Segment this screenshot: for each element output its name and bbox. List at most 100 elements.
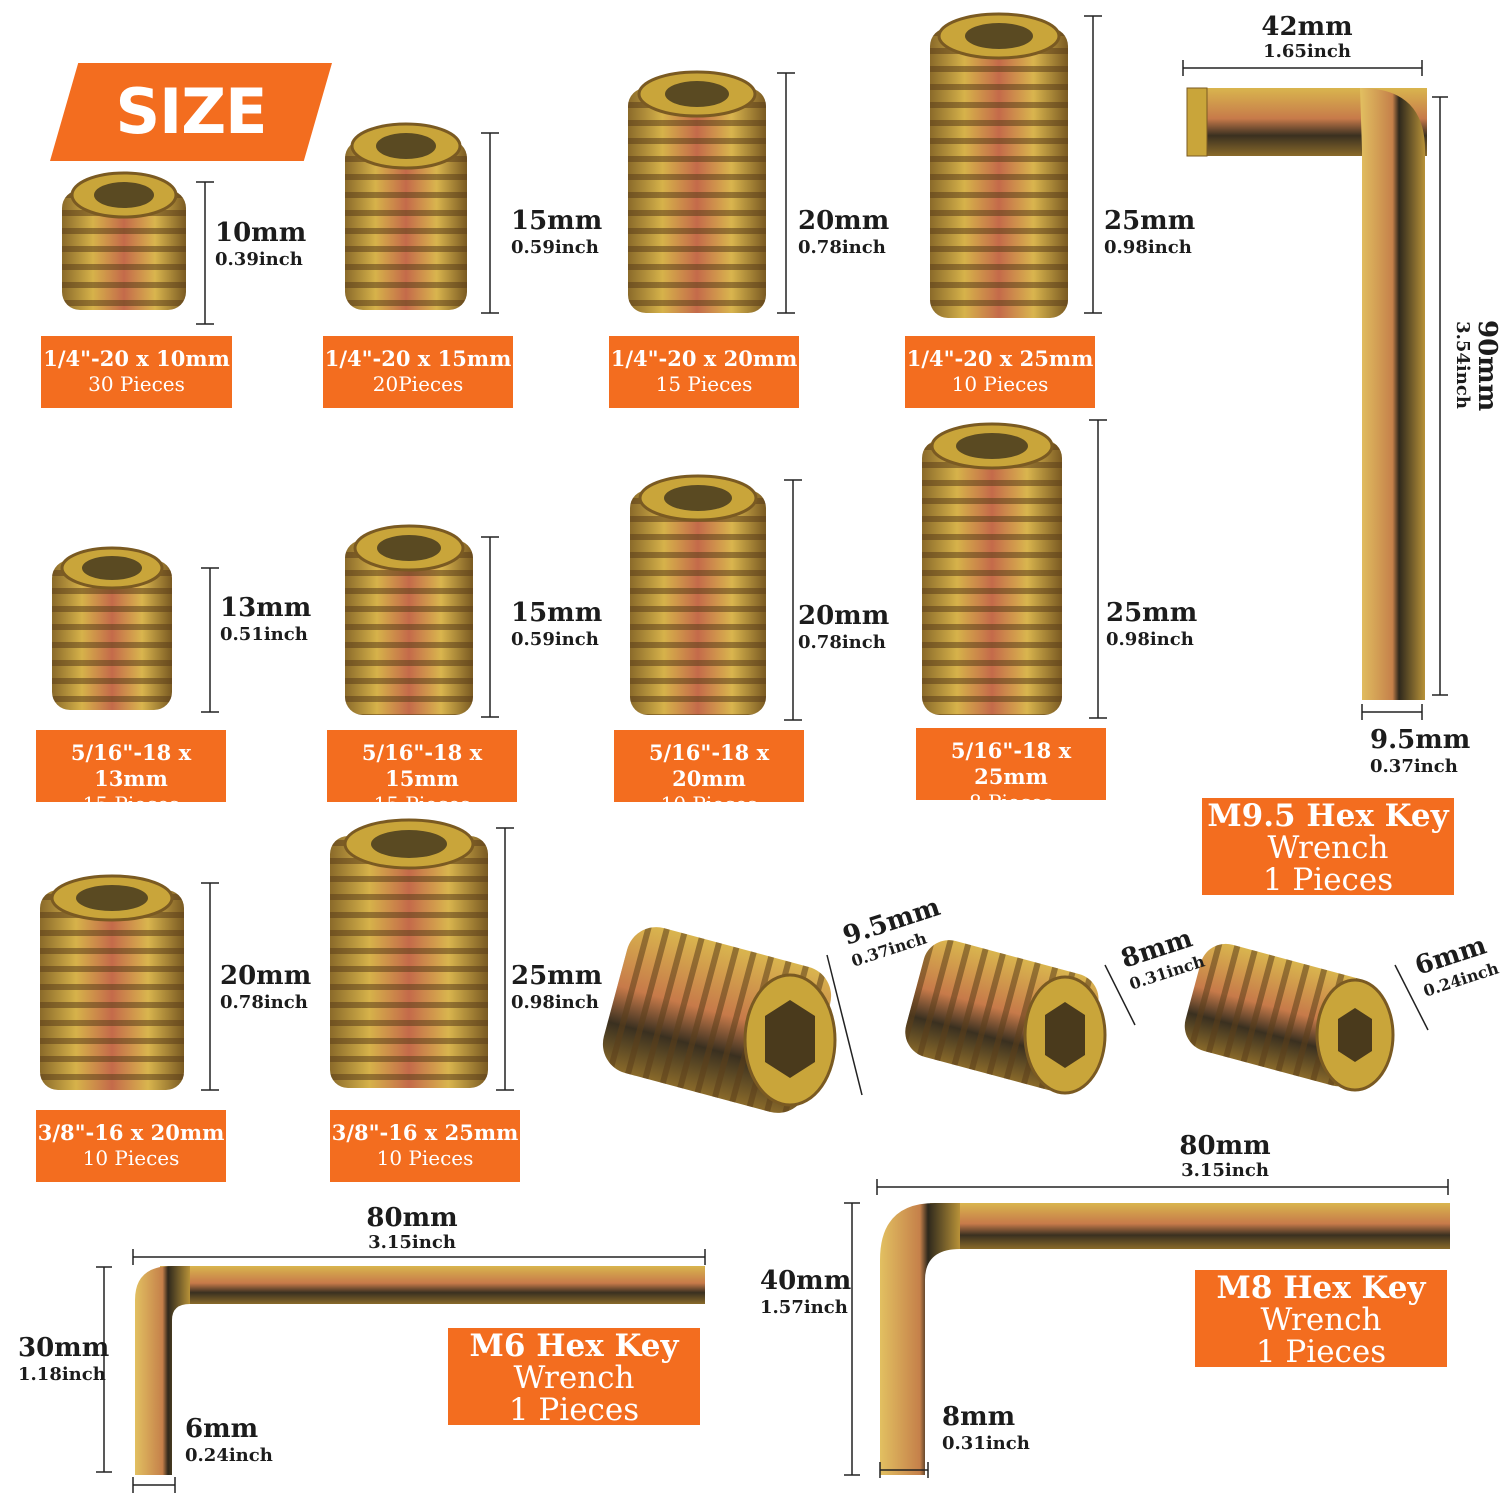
dimension-inch: 0.31inch	[942, 1433, 1030, 1454]
wrench-label-line1: M8 Hex Key	[1216, 1270, 1426, 1306]
insert-image	[930, 12, 1068, 318]
insert-image	[52, 546, 172, 710]
insert-spec: 3/8"-16 x 20mm	[37, 1120, 225, 1145]
insert-label: 5/16"-18 x 25mm 8 Pieces	[916, 728, 1106, 814]
insert-qty: 30 Pieces	[88, 372, 185, 396]
insert-spec: 5/16"-18 x 20mm	[648, 740, 770, 791]
insert-image	[628, 70, 766, 313]
wrench-label-line1: M6 Hex Key	[469, 1328, 679, 1364]
dimension-mm: 25mm	[1106, 598, 1198, 628]
insert-qty: 15 Pieces	[373, 792, 471, 816]
wrench-length-dimension: 80mm 3.15inch	[1165, 1133, 1285, 1180]
dimension-inch: 0.59inch	[511, 237, 599, 258]
dimension-inch: 3.54inch	[1452, 321, 1473, 409]
insert-dimension: 13mm 0.51inch	[220, 595, 311, 644]
dimension-inch: 0.51inch	[220, 624, 308, 645]
insert-image	[345, 122, 467, 310]
insert-label: 3/8"-16 x 25mm 10 Pieces	[330, 1110, 520, 1182]
insert-dimension: 20mm 0.78inch	[798, 603, 889, 652]
insert-spec: 1/4"-20 x 25mm	[906, 346, 1094, 371]
insert-dimension: 15mm 0.59inch	[511, 208, 602, 257]
wrench-height-dimension: 30mm 1.18inch	[18, 1335, 109, 1384]
dimension-mm: 13mm	[220, 593, 312, 623]
dimension-mm: 20mm	[798, 206, 890, 236]
insert-qty: 15 Pieces	[655, 372, 753, 396]
dimension-inch: 0.37inch	[1370, 756, 1458, 777]
dimension-inch: 1.65inch	[1263, 41, 1351, 62]
insert-image	[630, 474, 766, 715]
insert-label: 5/16"-18 x 15mm 15 Pieces	[327, 730, 517, 816]
insert-spec: 5/16"-18 x 25mm	[950, 738, 1072, 789]
dimension-mm: 10mm	[215, 218, 307, 248]
dimension-inch: 3.15inch	[368, 1232, 456, 1253]
dimension-inch: 1.18inch	[18, 1364, 106, 1385]
dimension-inch: 0.24inch	[185, 1445, 273, 1466]
wrench-label-line3: 1 Pieces	[1262, 862, 1394, 898]
insert-qty: 20Pieces	[372, 372, 464, 396]
m8-wrench-label: M8 Hex Key Wrench 1 Pieces	[1195, 1270, 1447, 1368]
dimension-mm: 30mm	[18, 1333, 110, 1363]
insert-label: 5/16"-18 x 20mm 10 Pieces	[614, 730, 804, 816]
dimension-mm: 20mm	[798, 601, 890, 631]
insert-spec: 1/4"-20 x 10mm	[43, 346, 230, 371]
dimension-inch: 0.78inch	[220, 992, 308, 1013]
size-banner-text: SIZE	[115, 75, 267, 148]
insert-dimension: 15mm 0.59inch	[511, 600, 602, 649]
dimension-inch: 0.98inch	[1104, 237, 1192, 258]
insert-label: 1/4"-20 x 25mm 10 Pieces	[905, 336, 1095, 408]
dimension-mm: 15mm	[511, 598, 603, 628]
dimension-mm: 80mm	[366, 1203, 458, 1233]
dimension-inch: 0.59inch	[511, 629, 599, 650]
wrench-label-line1: M9.5 Hex Key	[1207, 798, 1449, 834]
m6-wrench-image	[135, 1266, 705, 1475]
wrench-length-dimension: 80mm 3.15inch	[352, 1205, 472, 1252]
insert-spec: 1/4"-20 x 20mm	[610, 346, 798, 371]
insert-label: 1/4"-20 x 20mm 15 Pieces	[609, 336, 799, 408]
wrench-label-line2: Wrench	[1260, 1302, 1382, 1338]
insert-image	[62, 171, 186, 310]
wrench-height-dimension: 40mm 1.57inch	[760, 1268, 851, 1317]
insert-label: 5/16"-18 x 13mm 15 Pieces	[36, 730, 226, 816]
dimension-mm: 42mm	[1261, 12, 1353, 42]
m8-wrench-image	[880, 1203, 1450, 1475]
insert-dimension: 20mm 0.78inch	[220, 963, 311, 1012]
dimension-inch: 3.15inch	[1181, 1160, 1269, 1181]
dimension-mm: 25mm	[1104, 206, 1196, 236]
insert-dimension: 25mm 0.98inch	[511, 963, 602, 1012]
dimension-mm: 15mm	[511, 206, 603, 236]
m6-wrench-label: M6 Hex Key Wrench 1 Pieces	[448, 1328, 700, 1428]
wrench-label-line3: 1 Pieces	[508, 1392, 640, 1428]
insert-label: 3/8"-16 x 20mm 10 Pieces	[36, 1110, 226, 1182]
insert-spec: 5/16"-18 x 13mm	[70, 740, 192, 791]
dimension-inch: 0.78inch	[798, 632, 886, 653]
dimension-mm: 6mm	[185, 1414, 259, 1444]
insert-spec: 5/16"-18 x 15mm	[361, 740, 483, 791]
insert-label: 1/4"-20 x 15mm 20Pieces	[323, 336, 513, 408]
insert-image	[330, 818, 488, 1088]
dimension-mm: 8mm	[942, 1402, 1016, 1432]
insert-qty: 8 Pieces	[968, 790, 1054, 814]
wrench-label-line2: Wrench	[1267, 830, 1389, 866]
wrench-tip-dimension: 8mm 0.31inch	[942, 1404, 1030, 1453]
insert-image	[922, 422, 1062, 715]
insert-qty: 10 Pieces	[82, 1146, 180, 1170]
m95-wrench-label: M9.5 Hex Key Wrench 1 Pieces	[1202, 798, 1454, 898]
dimension-inch: 0.39inch	[215, 249, 303, 270]
hex-insert-image	[602, 927, 837, 1113]
insert-image	[40, 874, 184, 1090]
hex-insert-image	[905, 940, 1107, 1095]
wrench-label-line2: Wrench	[513, 1360, 635, 1396]
dimension-inch: 0.98inch	[511, 992, 599, 1013]
hex-insert-image	[1184, 943, 1395, 1092]
m95-wrench-image	[1186, 87, 1427, 700]
dimension-inch: 1.57inch	[760, 1297, 848, 1318]
wrench-tip-dimension: 9.5mm 0.37inch	[1370, 727, 1470, 776]
insert-dimension: 25mm 0.98inch	[1106, 600, 1197, 649]
insert-spec: 1/4"-20 x 15mm	[324, 346, 512, 371]
insert-dimension: 10mm 0.39inch	[215, 220, 306, 269]
dimension-mm: 9.5mm	[1370, 725, 1471, 755]
dimension-inch: 0.98inch	[1106, 629, 1194, 650]
size-banner: SIZE	[50, 63, 332, 161]
wrench-height-dimension: 90mm 3.54inch	[1452, 320, 1500, 411]
